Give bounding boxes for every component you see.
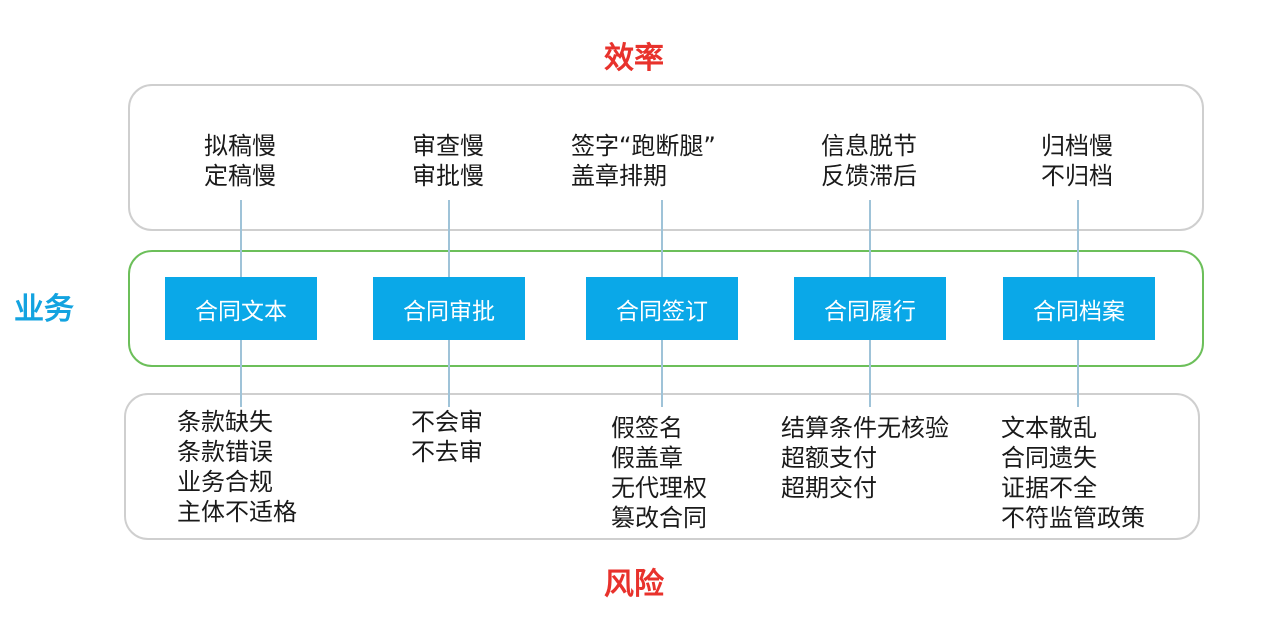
stage-contract-approval: 合同审批 [373,277,525,340]
connector-line [661,200,663,277]
efficiency-title: 效率 [604,41,664,76]
connector-line [1077,200,1079,277]
efficiency-issue-review: 审查慢审批慢 [412,132,484,190]
efficiency-issue-signing: 签字“跑断腿”盖章排期 [571,132,716,190]
efficiency-issue-archive: 归档慢不归档 [1041,132,1113,190]
efficiency-issue-text: 拟稿慢定稿慢 [204,132,276,190]
connector-line [448,200,450,277]
connector-line [869,200,871,277]
stage-contract-signing: 合同签订 [586,277,738,340]
connector-line [661,340,663,407]
risk-issue-signing: 假签名假盖章无代理权篡改合同 [611,414,707,532]
connector-line [1077,340,1079,407]
risk-issue-review: 不会审不去审 [411,408,483,466]
business-box [128,250,1204,367]
risk-issue-archive: 文本散乱合同遗失证据不全不符监管政策 [1001,414,1145,532]
risk-title: 风险 [604,567,664,602]
connector-line [240,200,242,277]
efficiency-issue-performance: 信息脱节反馈滞后 [821,132,917,190]
risk-issue-text: 条款缺失条款错误业务合规主体不适格 [177,408,297,526]
connector-line [240,340,242,407]
business-title: 业务 [14,292,74,327]
risk-issue-performance: 结算条件无核验超额支付超期交付 [781,414,949,502]
connector-line [869,340,871,407]
stage-contract-text: 合同文本 [165,277,317,340]
efficiency-box [128,84,1204,231]
stage-contract-archive: 合同档案 [1003,277,1155,340]
stage-contract-performance: 合同履行 [794,277,946,340]
connector-line [448,340,450,407]
